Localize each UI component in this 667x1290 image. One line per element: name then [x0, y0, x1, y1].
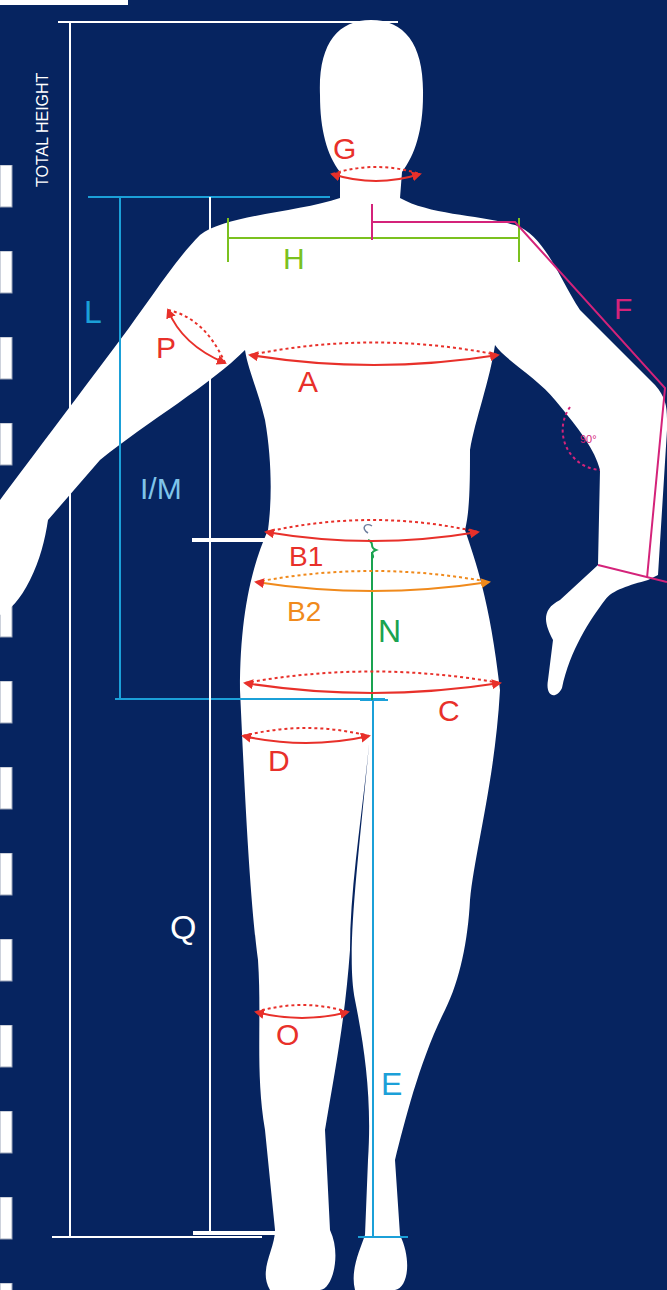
shoulder-line-h	[228, 218, 519, 262]
measurement-letter: 90°	[580, 434, 597, 445]
measurement-letter: N	[378, 615, 401, 647]
measurement-letter: B1	[289, 543, 323, 571]
circumference-lines	[168, 167, 500, 1018]
length-line-l	[88, 197, 385, 699]
measurement-letter: L	[84, 296, 102, 328]
measurement-letter: B2	[287, 598, 321, 626]
body-silhouette	[0, 20, 667, 1290]
top-bar	[0, 0, 128, 5]
measurement-letter: Q	[170, 910, 196, 944]
length-line-n	[368, 540, 376, 700]
measurement-letter: D	[268, 746, 290, 776]
arm-line-f	[372, 204, 667, 582]
navel	[364, 525, 372, 533]
measurement-letter: H	[283, 244, 305, 274]
circumference-line-b2	[256, 571, 489, 591]
measurement-letter: A	[298, 367, 318, 397]
measurement-letter: P	[156, 333, 176, 363]
length-line-e	[358, 700, 408, 1237]
measurement-letter: O	[276, 1020, 299, 1050]
total-height-label: TOTAL HEIGHT	[35, 73, 51, 187]
ruler-strip	[0, 165, 14, 1290]
measurement-letter: C	[438, 696, 460, 726]
measurement-letter: G	[333, 134, 356, 164]
measurement-letter: E	[381, 1068, 402, 1100]
total-height-line	[52, 22, 398, 1237]
measurement-letter: I/M	[140, 474, 182, 504]
measurement-letter: F	[614, 294, 632, 324]
